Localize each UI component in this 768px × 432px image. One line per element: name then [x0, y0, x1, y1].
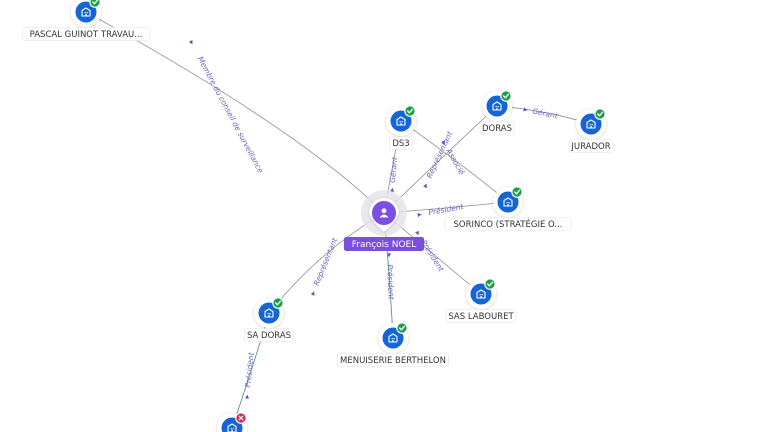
- node-label: SAS LABOURET: [448, 312, 514, 322]
- node-circle: [486, 95, 508, 117]
- arrow-icon: [523, 107, 528, 112]
- building-icon: [388, 333, 398, 343]
- company-node-pascal[interactable]: PASCAL GUINOT TRAVAU...: [22, 0, 150, 41]
- building-icon: [503, 197, 513, 207]
- company-node-menuiserie[interactable]: MENUISERIE BERTHELON: [337, 322, 449, 367]
- person-node-center[interactable]: François NOEL: [343, 190, 425, 251]
- check-badge-icon: [511, 186, 523, 198]
- building-icon: [227, 423, 237, 432]
- edge-label: Président: [428, 202, 465, 217]
- node-circle: [470, 283, 492, 305]
- node-circle: [580, 113, 602, 135]
- node-label: SORINCO (STRATÉGIE O...: [454, 218, 563, 230]
- check-badge-icon: [396, 322, 408, 334]
- company-node-sorinco[interactable]: SORINCO (STRATÉGIE O...: [444, 186, 572, 231]
- node-circle: [382, 327, 404, 349]
- company-node-doras[interactable]: DORAS: [479, 90, 515, 135]
- node-label-bg: [445, 309, 517, 323]
- node-circle: [390, 110, 412, 132]
- edge-label: Président: [385, 264, 395, 301]
- node-label-bg: [244, 328, 294, 342]
- closed-badge-icon: [235, 412, 247, 424]
- company-node-sas-labouret[interactable]: SAS LABOURET: [445, 278, 517, 323]
- center-person-name: François NOEL: [352, 240, 416, 250]
- company-node-bottom[interactable]: [217, 412, 247, 432]
- node-label: DORAS: [482, 124, 512, 134]
- building-icon: [492, 101, 502, 111]
- edge-label: Associé: [444, 146, 467, 176]
- edge-label: Gérant: [532, 106, 560, 120]
- node-circle: [497, 191, 519, 213]
- arrow-icon: [415, 230, 419, 236]
- node-label-bg: [568, 139, 614, 153]
- check-badge-icon: [484, 278, 496, 290]
- check-badge-icon: [272, 297, 284, 309]
- node-label: PASCAL GUINOT TRAVAU...: [30, 30, 143, 40]
- node-label-bg: [22, 27, 150, 41]
- arrow-icon: [423, 183, 427, 189]
- building-icon: [81, 7, 91, 17]
- arrow-icon: [310, 291, 315, 296]
- edge-label: Membre du conseil de surveillance: [196, 55, 265, 175]
- edge-line: [85, 11, 385, 214]
- node-circle: [75, 1, 97, 23]
- node-label-bg: [444, 217, 572, 231]
- node-circle: [258, 302, 280, 324]
- check-badge-icon: [594, 108, 606, 120]
- building-icon: [396, 116, 406, 126]
- arrow-icon: [417, 213, 422, 217]
- building-icon: [264, 308, 274, 318]
- check-badge-icon: [89, 0, 101, 8]
- edge-label: Président: [243, 351, 256, 388]
- node-label-bg: [479, 121, 515, 135]
- person-icon: [379, 208, 389, 218]
- node-label: DS3: [392, 139, 409, 149]
- arrow-icon: [245, 394, 249, 399]
- node-label-bg: [337, 353, 449, 367]
- center-label-bg: [343, 237, 425, 251]
- edge-label: Représentant: [312, 236, 340, 287]
- company-node-sa-doras[interactable]: SA DORAS: [244, 297, 294, 342]
- check-badge-icon: [404, 105, 416, 117]
- node-label: JURADOR: [570, 142, 610, 152]
- node-label-bg: [388, 136, 414, 150]
- arrow-icon: [386, 253, 391, 258]
- node-label: SA DORAS: [247, 331, 291, 341]
- building-icon: [476, 289, 486, 299]
- arrow-icon: [188, 39, 193, 45]
- edge-label: Gérant: [388, 156, 399, 184]
- building-icon: [586, 119, 596, 129]
- arrow-icon: [441, 140, 445, 145]
- arrow-icon: [390, 187, 395, 192]
- edge-pascal: Membre du conseil de surveillance: [85, 11, 385, 214]
- company-node-ds3[interactable]: DS3: [386, 105, 416, 150]
- node-label: MENUISERIE BERTHELON: [340, 356, 446, 366]
- check-badge-icon: [500, 90, 512, 102]
- company-node-jurador[interactable]: JURADOR: [568, 108, 614, 153]
